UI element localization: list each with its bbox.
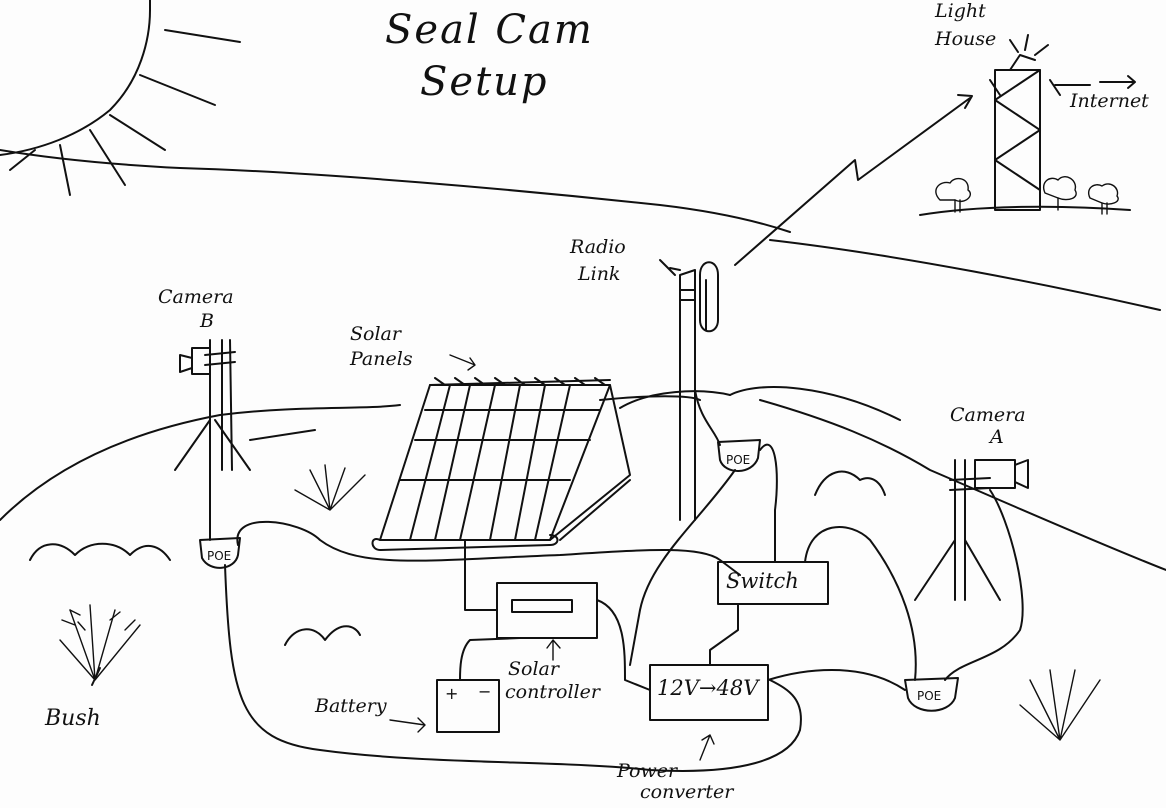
- battery-plus: +: [445, 684, 459, 703]
- bush-icon-center: [294, 464, 366, 511]
- wire-poeb-converter: [224, 564, 802, 772]
- radio-link-beam: [734, 97, 971, 266]
- wire-converter-poea: [767, 669, 906, 691]
- wire-poeb-switch: [236, 520, 741, 576]
- solar-controller-label-2: controller: [505, 681, 600, 703]
- wire-tower-poe: [694, 389, 721, 446]
- wire-poeradio-converter: [629, 469, 736, 666]
- lighthouse-icon: [919, 34, 1131, 216]
- bush-icon-right: [1019, 669, 1101, 741]
- wire-cama-poe: [944, 489, 1024, 681]
- title-line1: Seal Cam: [385, 7, 594, 53]
- camera-a-icon: [914, 459, 1029, 601]
- camera-b-label-2: B: [200, 310, 214, 332]
- battery-label: Battery: [315, 695, 387, 717]
- wire-controller-converter: [596, 599, 651, 691]
- internet-arrow: [1054, 75, 1136, 89]
- poe-b-label: POE: [207, 549, 232, 563]
- poe-radio-shape: [717, 439, 761, 472]
- wire-switch-poea: [804, 526, 917, 681]
- battery-box: [436, 679, 500, 733]
- bush-icon: [59, 604, 141, 686]
- power-converter-label-2: converter: [640, 781, 734, 803]
- camera-a-label-1: Camera: [950, 404, 1026, 426]
- wire-switch-converter: [709, 603, 739, 666]
- solar-panels-icon: [371, 377, 631, 551]
- camera-b-icon: [174, 339, 251, 471]
- radio-link-label-1: Radio: [570, 236, 626, 258]
- battery-minus: −: [478, 682, 492, 701]
- poe-a-shape: [904, 677, 959, 712]
- power-converter-label-1: Power: [617, 760, 678, 782]
- wire-poeradio-switch: [759, 443, 778, 563]
- solar-controller-label-1: Solar: [508, 658, 559, 680]
- poe-a-label: POE: [917, 689, 942, 703]
- solar-panels-label-1: Solar: [350, 323, 401, 345]
- radio-link-label-2: Link: [578, 263, 621, 285]
- poe-radio-label: POE: [726, 453, 751, 467]
- converter-label: 12V→48V: [657, 676, 759, 700]
- wire-panels-controller: [464, 539, 498, 611]
- camera-a-label-2: A: [990, 426, 1004, 448]
- switch-box: [717, 561, 829, 605]
- lighthouse-label-1: Light: [935, 0, 986, 22]
- title-line2: Setup: [420, 59, 549, 105]
- hill-left: [0, 404, 401, 521]
- radio-tower-icon: [659, 259, 719, 521]
- internet-label: Internet: [1070, 90, 1149, 112]
- wire-controller-battery: [459, 637, 521, 681]
- horizon-line: [0, 149, 791, 233]
- sun-icon: [0, 0, 241, 196]
- switch-label: Switch: [726, 569, 799, 593]
- solar-panels-label-2: Panels: [350, 348, 413, 370]
- lighthouse-label-2: House: [935, 28, 997, 50]
- camera-b-label-1: Camera: [158, 286, 234, 308]
- bush-label: Bush: [45, 706, 101, 731]
